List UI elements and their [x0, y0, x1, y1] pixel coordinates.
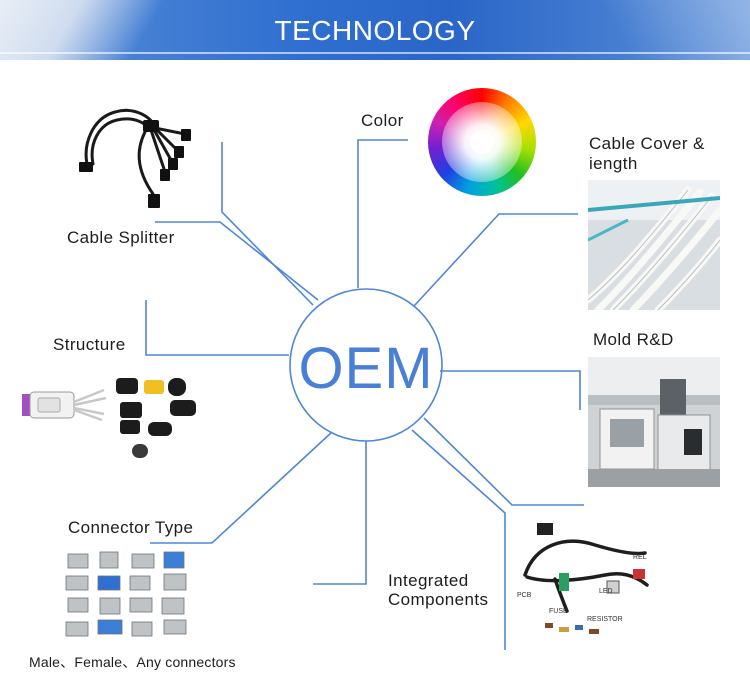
- line-integrated-1: [313, 441, 367, 585]
- line-integrated-2: [411, 429, 506, 650]
- tag-resistor: RESISTOR: [587, 616, 623, 623]
- line-integrated-3: [423, 417, 584, 506]
- tag-fuse: FUSE: [549, 608, 568, 615]
- label-connector-type: Connector Type: [68, 518, 194, 537]
- line-connector-type: [150, 431, 333, 544]
- label-mold: Mold R&D: [593, 330, 674, 349]
- structure-image: [22, 378, 196, 458]
- line-mold: [440, 370, 581, 410]
- label-cable-splitter: Cable Splitter: [67, 228, 175, 247]
- banner-left-decoration: [0, 0, 200, 60]
- line-cable-cover: [413, 213, 578, 307]
- color-wheel-image: [428, 88, 536, 196]
- connector-caption: Male、Female、Any connectors: [29, 654, 236, 670]
- page-title: TECHNOLOGY: [274, 15, 476, 46]
- tag-led: LED: [599, 588, 613, 595]
- connector-type-image: [65, 551, 187, 637]
- label-cable-cover-line2: iength: [589, 154, 638, 173]
- label-structure: Structure: [53, 335, 126, 354]
- tag-rel: REL: [633, 554, 647, 561]
- label-cable-cover: Cable Cover &: [589, 134, 705, 153]
- tag-pcb: PCB: [517, 592, 532, 599]
- integrated-components-image: PCB LED FUSE RESISTOR REL: [517, 523, 649, 634]
- banner-rule: [0, 52, 750, 54]
- line-cable-splitter-2: [155, 221, 319, 301]
- line-color: [357, 139, 408, 288]
- line-structure: [145, 300, 289, 356]
- line-cable-splitter: [221, 142, 314, 306]
- label-integrated: Integrated: [388, 571, 469, 590]
- banner-right-decoration: [530, 0, 750, 60]
- cable-splitter-image: [79, 109, 191, 208]
- cable-cover-photo: [588, 180, 720, 310]
- header-banner: TECHNOLOGY: [0, 0, 750, 60]
- oem-hub-label: OEM: [298, 336, 434, 401]
- splitter-hub: [143, 120, 159, 132]
- mold-photo: [588, 357, 720, 487]
- label-color: Color: [361, 111, 404, 130]
- label-integrated-line2: Components: [388, 590, 489, 609]
